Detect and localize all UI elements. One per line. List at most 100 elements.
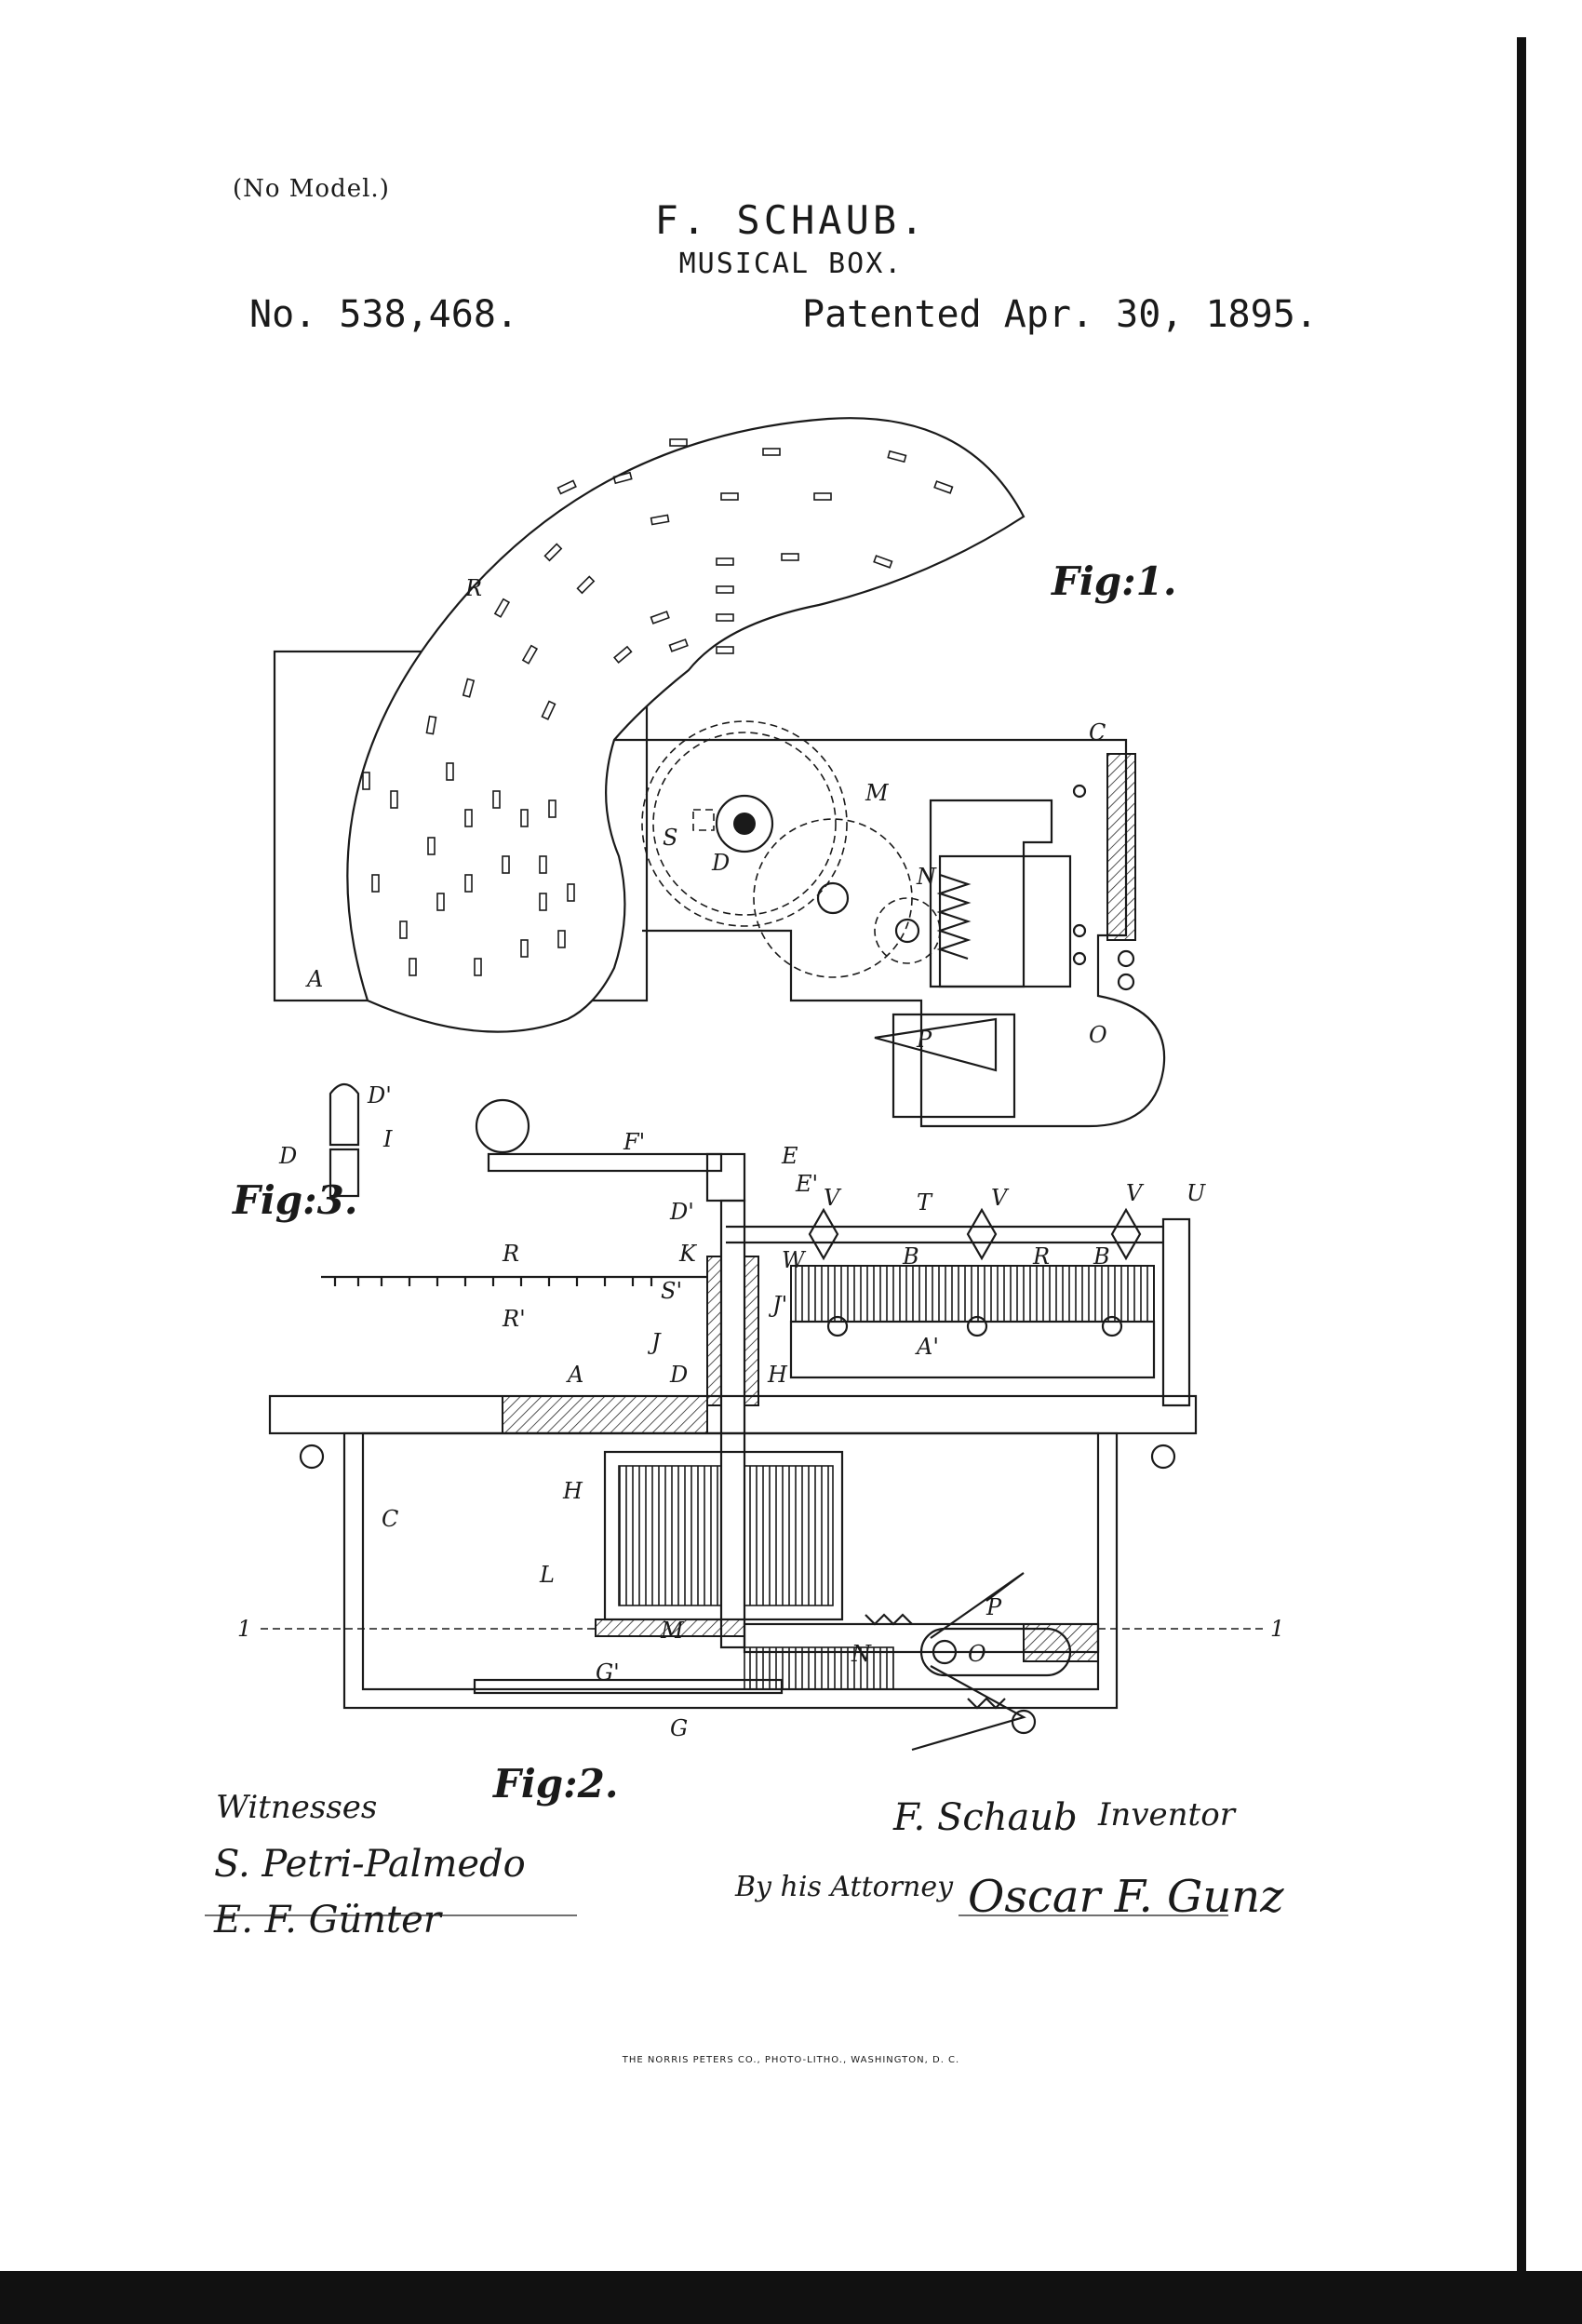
figure-1-drawing: R A C M S D N O P [273, 417, 1166, 1128]
fig2-lever-pivot [932, 1639, 958, 1665]
fig1-label-P: P [916, 1027, 932, 1053]
fig1-screw [1117, 973, 1135, 991]
fig2-label-A1: A' [915, 1334, 939, 1360]
fig3-label-D: D [278, 1143, 297, 1169]
fig2-casing [342, 1431, 1119, 1710]
fig1-screw [1072, 951, 1087, 966]
figure-1-label: Fig:1. [1052, 558, 1177, 604]
fig2-lever-O [919, 1627, 1072, 1677]
fig2-crank-knob [475, 1098, 530, 1154]
fig2-label-O: O [968, 1641, 986, 1667]
fig1-hub [715, 794, 774, 853]
fig2-top-plate-section [502, 1395, 708, 1434]
by-attorney-label: By his Attorney [735, 1871, 954, 1903]
fig2-label-D1: D' [669, 1199, 694, 1225]
inventor-role-label: Inventor [1098, 1796, 1235, 1834]
fig2-label-A: A [566, 1362, 583, 1388]
fig1-fan-flier [874, 1013, 1016, 1119]
fig2-label-U: U [1186, 1180, 1206, 1206]
page-edge-bar [1517, 37, 1526, 2290]
fig2-foot [299, 1444, 325, 1470]
fig2-label-S1: S' [661, 1278, 682, 1304]
scan-bottom-bar [0, 2271, 1582, 2324]
fig2-shaft-sleeve [706, 1256, 722, 1406]
fig2-governor-arms [911, 1572, 1026, 1752]
fig2-label-W: W [782, 1247, 807, 1273]
fig1-disc-slots [362, 438, 954, 976]
no-model-note: (No Model.) [233, 175, 390, 203]
fig1-label-N: N [916, 864, 937, 890]
fig2-support-post [1161, 1217, 1191, 1407]
fig2-label-one-left: 1 [237, 1616, 251, 1642]
fig2-cam [966, 1207, 998, 1261]
fig3-coupling [328, 1148, 360, 1198]
fig3-shaft-end [328, 1082, 360, 1147]
fig1-spring [936, 873, 972, 960]
fig2-crank-hub [705, 1152, 746, 1202]
fig2-cam [808, 1207, 839, 1261]
fig1-pinion [816, 881, 850, 915]
fig1-label-M: M [865, 780, 890, 806]
fig2-label-R1: R' [502, 1306, 526, 1332]
witness-signature-1: S. Petri-Palmedo [214, 1843, 526, 1886]
fig2-label-P: P [985, 1594, 1002, 1620]
figure-3-drawing: D' I D [278, 1082, 393, 1198]
fig2-label-D: D [669, 1362, 688, 1388]
figure-2-label: Fig:2. [493, 1761, 619, 1807]
fig2-screw [826, 1315, 849, 1337]
fig2-casing-inner [361, 1431, 1100, 1691]
fig2-label-E1: E' [795, 1171, 818, 1197]
attorney-signature: Oscar F. Gunz [968, 1871, 1284, 1923]
fig2-label-R: R [502, 1241, 519, 1267]
fig2-barrel-ribs [744, 1465, 834, 1606]
fig2-label-R: R [1032, 1243, 1050, 1269]
fig2-vertical-shaft [719, 1199, 746, 1649]
fig2-lower-plate [473, 1678, 784, 1695]
fig1-gear-large-inner [652, 732, 837, 916]
fig2-label-T: T [917, 1189, 933, 1216]
fig2-label-V: V [1126, 1180, 1145, 1206]
fig1-comb-block [938, 854, 1072, 988]
fig2-label-E: E [781, 1143, 798, 1169]
figure-3-label: Fig:3. [233, 1177, 358, 1223]
fig2-barrel-ribs [618, 1465, 722, 1606]
fig2-label-K: K [678, 1241, 698, 1267]
fig2-label-one-right: 1 [1270, 1616, 1284, 1642]
fig2-pinion-stack [744, 1646, 894, 1690]
fig3-label-D1: D' [367, 1082, 392, 1108]
witness-signature-2: E. F. Günter [214, 1899, 441, 1941]
patent-number: No. 538,468. [249, 293, 518, 336]
fig2-label-V: V [991, 1185, 1010, 1211]
fig2-disc-projections [333, 1277, 653, 1286]
fig2-gear-plate [1023, 1623, 1099, 1662]
fig2-foot [1011, 1709, 1037, 1735]
fig1-screw [1117, 949, 1135, 968]
fig1-label-C: C [1089, 719, 1106, 746]
fig2-cam [1110, 1207, 1142, 1261]
fig2-label-B: B [902, 1243, 919, 1269]
fig1-label-R: R [464, 575, 482, 601]
inventor-name: F. SCHAUB. [654, 197, 928, 243]
fig1-casing [614, 738, 1166, 1128]
fig2-shaft-sleeve [744, 1256, 759, 1406]
fig2-comb-base [789, 1320, 1156, 1379]
fig2-label-H: H [562, 1478, 583, 1504]
fig2-label-F1: F' [623, 1129, 645, 1155]
witnesses-label: Witnesses [216, 1789, 378, 1826]
figure-2-drawing: F' E E' D' V T V V U R K W B R B S' J' R… [237, 1098, 1284, 1752]
fig2-label-L: L [539, 1562, 555, 1588]
fig1-screw [1072, 923, 1087, 938]
fig1-casing-wall [1106, 753, 1136, 941]
fig1-label-O: O [1089, 1022, 1107, 1048]
fig1-label-D: D [711, 850, 730, 876]
fig2-label-J1: J' [768, 1292, 787, 1318]
fig1-label-S: S [663, 825, 677, 851]
fig1-label-A: A [305, 966, 323, 992]
fig2-screw [1101, 1315, 1123, 1337]
fig1-gear-large [641, 720, 848, 927]
printer-credit: THE NORRIS PETERS CO., PHOTO-LITHO., WAS… [622, 2055, 960, 2065]
fig2-label-H: H [767, 1362, 788, 1388]
patent-date: Patented Apr. 30, 1895. [802, 293, 1318, 336]
fig2-label-C: C [382, 1506, 398, 1532]
